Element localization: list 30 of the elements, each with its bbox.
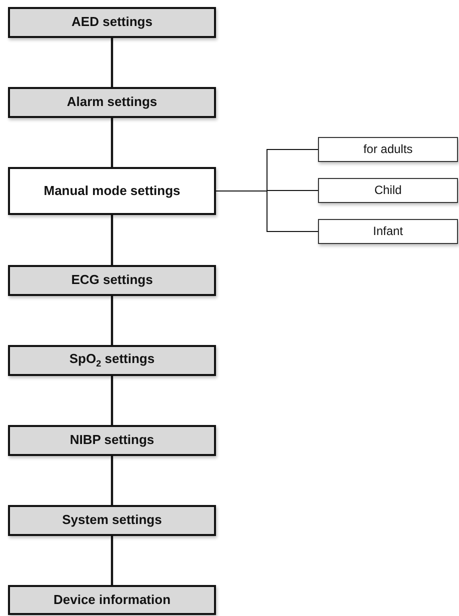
connector-line (110, 38, 114, 87)
box-label: ECG settings (70, 272, 154, 289)
menu-box (8, 345, 216, 376)
option-box (318, 137, 458, 162)
menu-box (8, 505, 216, 536)
connector-line (110, 296, 114, 345)
connector-line (110, 215, 114, 265)
connector-line (110, 118, 114, 167)
box-label: Manual mode settings (42, 182, 182, 200)
option-box (318, 219, 458, 244)
menu-box (8, 7, 216, 38)
box-label: System settings (61, 512, 163, 529)
box-label: Device information (52, 592, 172, 608)
box-label: AED settings (70, 14, 154, 31)
box-label: NIBP settings (68, 432, 156, 449)
box-label: Alarm settings (66, 94, 158, 111)
connector-line (110, 456, 114, 505)
box-label: Infant (372, 224, 404, 240)
box-label: SpO$_{2}$ settings (68, 350, 156, 370)
menu-box (8, 167, 216, 215)
box-label: Child (373, 182, 403, 198)
menu-box (8, 265, 216, 296)
box-label: for adults (362, 142, 414, 158)
menu-box (8, 585, 216, 615)
connector-line (110, 536, 114, 585)
menu-box (8, 87, 216, 118)
option-box (318, 178, 458, 203)
menu-box (8, 425, 216, 456)
connector-line (110, 376, 114, 425)
connector-line (216, 190, 318, 232)
